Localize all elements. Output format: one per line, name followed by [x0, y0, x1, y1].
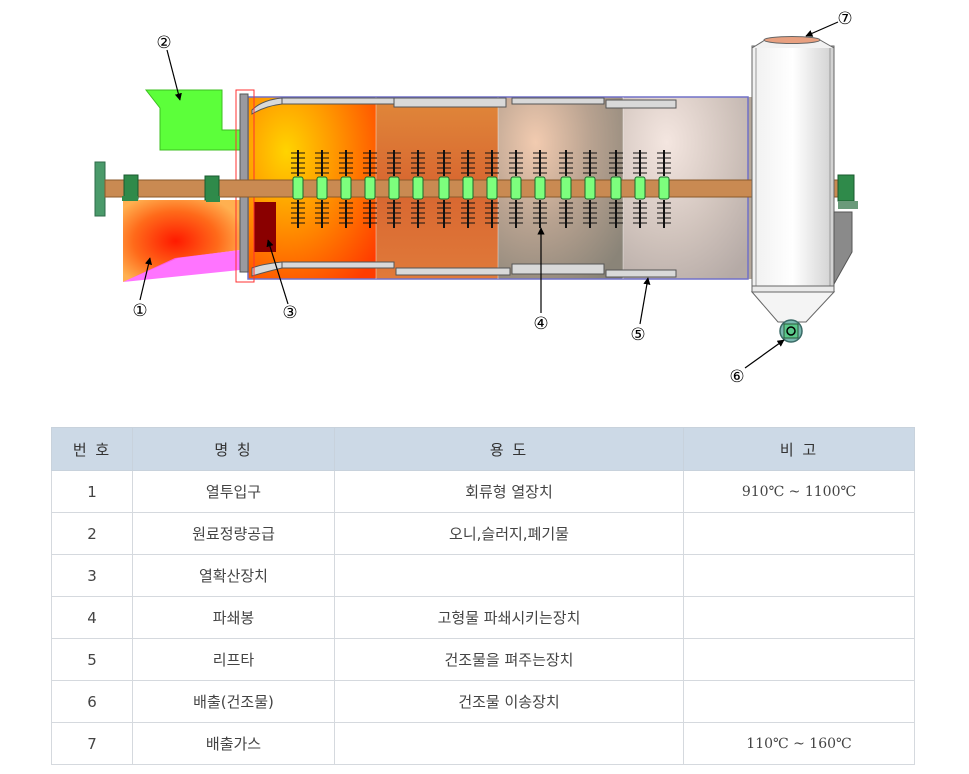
- leader-lines: [139, 21, 839, 369]
- cell-name: 파쇄봉: [132, 596, 335, 639]
- cell-name: 배출가스: [132, 722, 335, 765]
- lifters: [251, 97, 677, 278]
- breaker-bar: [291, 150, 305, 228]
- cell-note: [683, 554, 915, 597]
- callout-7: ⑦: [837, 9, 852, 29]
- table-row: 6 배출(건조물) 건조물 이송장치: [51, 680, 915, 723]
- breaker-bar: [485, 150, 499, 228]
- spec-table-header: 번 호 명 칭 용 도 비 고: [51, 427, 915, 471]
- breaker-bar: [387, 150, 401, 228]
- header-name: 명 칭: [132, 427, 335, 471]
- heat-inlet: [123, 200, 240, 282]
- table-row: 4 파쇄봉 고형물 파쇄시키는장치: [51, 596, 915, 639]
- callout-2: ②: [156, 33, 171, 53]
- cell-note: 910℃ ~ 1100℃: [683, 470, 915, 513]
- header-note: 비 고: [683, 427, 915, 471]
- cell-name: 열확산장치: [132, 554, 335, 597]
- breaker-bar: [633, 150, 647, 228]
- cell-number: 4: [51, 596, 133, 639]
- cell-number: 7: [51, 722, 133, 765]
- cell-use: 회류형 열장치: [334, 470, 684, 513]
- cell-note: [683, 512, 915, 555]
- breaker-bar: [583, 150, 597, 228]
- callout-4: ④: [533, 314, 548, 334]
- cell-note: 110℃ ~ 160℃: [683, 722, 915, 765]
- cell-note: [683, 680, 915, 723]
- breaker-bars: [291, 150, 671, 228]
- spec-table: 번 호 명 칭 용 도 비 고 1 열투입구 회류형 열장치 910℃ ~ 11…: [51, 427, 915, 765]
- breaker-bar: [363, 150, 377, 228]
- breaker-bar: [411, 150, 425, 228]
- cell-name: 배출(건조물): [132, 680, 335, 723]
- table-row: 3 열확산장치: [51, 554, 915, 597]
- breaker-bar: [559, 150, 573, 228]
- cell-use: [334, 722, 684, 765]
- cell-number: 3: [51, 554, 133, 597]
- breaker-bar: [315, 150, 329, 228]
- breaker-bar: [609, 150, 623, 228]
- cell-use: 오니,슬러지,폐기물: [334, 512, 684, 555]
- breaker-bar: [533, 150, 547, 228]
- breaker-bar: [437, 150, 451, 228]
- breaker-bar: [509, 150, 523, 228]
- cell-number: 5: [51, 638, 133, 681]
- cell-name: 리프타: [132, 638, 335, 681]
- breaker-bar: [461, 150, 475, 228]
- table-row: 7 배출가스 110℃ ~ 160℃: [51, 722, 915, 765]
- header-use: 용 도: [334, 427, 684, 471]
- callout-6: ⑥: [729, 367, 744, 387]
- cell-number: 2: [51, 512, 133, 555]
- exhaust-tower: [750, 36, 853, 323]
- callout-1: ①: [132, 301, 147, 321]
- callout-5: ⑤: [630, 325, 645, 345]
- header-number: 번 호: [51, 427, 133, 471]
- cell-use: 건조물 이송장치: [334, 680, 684, 723]
- table-row: 1 열투입구 회류형 열장치 910℃ ~ 1100℃: [51, 470, 915, 513]
- discharge-outlet: [779, 319, 803, 343]
- cell-number: 6: [51, 680, 133, 723]
- table-row: 5 리프타 건조물을 펴주는장치: [51, 638, 915, 681]
- cell-use: [334, 554, 684, 597]
- table-row: 2 원료정량공급 오니,슬러지,폐기물: [51, 512, 915, 555]
- cell-name: 열투입구: [132, 470, 335, 513]
- breaker-bar: [339, 150, 353, 228]
- cell-note: [683, 638, 915, 681]
- cell-note: [683, 596, 915, 639]
- cell-name: 원료정량공급: [132, 512, 335, 555]
- cell-use: 건조물을 펴주는장치: [334, 638, 684, 681]
- cell-use: 고형물 파쇄시키는장치: [334, 596, 684, 639]
- callout-3: ③: [282, 303, 297, 323]
- feed-hopper: [144, 89, 241, 151]
- breaker-bar: [657, 150, 671, 228]
- cell-number: 1: [51, 470, 133, 513]
- dryer-diagram: ① ② ③ ④ ⑤ ⑥ ⑦: [94, 9, 858, 387]
